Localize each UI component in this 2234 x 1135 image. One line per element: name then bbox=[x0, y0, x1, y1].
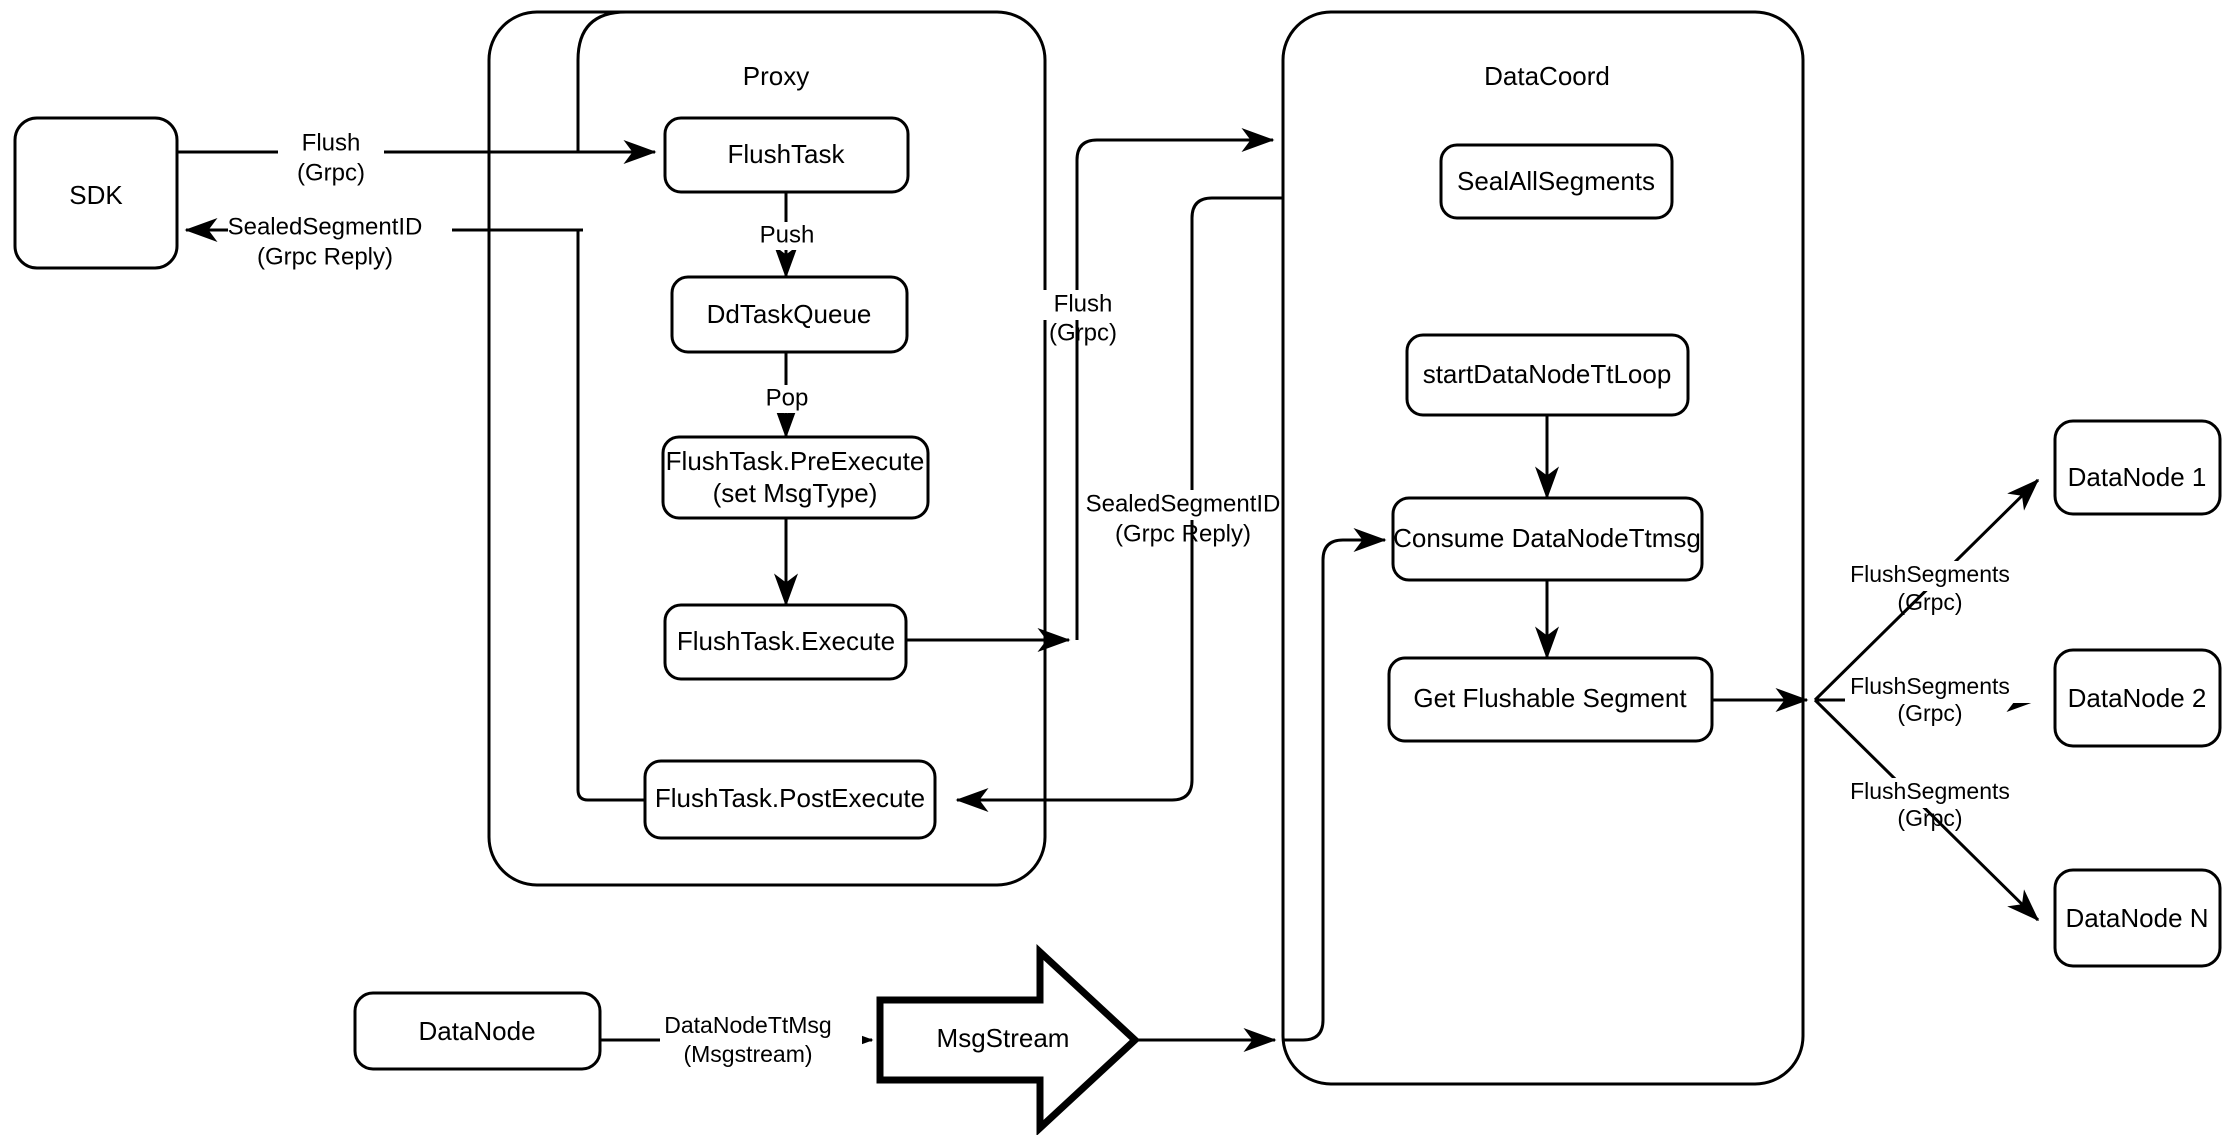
node-flushtask-preexecute[interactable]: FlushTask.PreExecute (set MsgType) bbox=[661, 435, 930, 520]
push-label: Push bbox=[760, 221, 815, 248]
msgstream-label: MsgStream bbox=[937, 1023, 1070, 1053]
postexecute-box[interactable] bbox=[643, 759, 937, 840]
execute-label: FlushTask.Execute bbox=[677, 626, 895, 656]
start-tt-loop-label: startDataNodeTtLoop bbox=[1423, 359, 1672, 389]
node-consume-datanode-ttmsg[interactable]: Consume DataNodeTtmsg bbox=[1391, 496, 1704, 582]
sealallsegments-box[interactable] bbox=[1439, 143, 1674, 220]
preexecute-label-line2: (set MsgType) bbox=[713, 478, 878, 508]
consume-ttmsg-label: Consume DataNodeTtmsg bbox=[1393, 523, 1701, 553]
edge-spine-postexecute-to-reply bbox=[576, 230, 645, 802]
edge-label-flushsegments-1: FlushSegments (Grpc) bbox=[1845, 561, 2040, 615]
flushsegments-2-line2: (Grpc) bbox=[1897, 700, 1962, 726]
datacoord-container-label: DataCoord bbox=[1484, 61, 1610, 91]
edge-label-proxy-to-coord-flush: Flush (Grpc) bbox=[1030, 290, 1136, 346]
execute-box[interactable] bbox=[663, 603, 908, 681]
coord-proxy-reply-line1: SealedSegmentID bbox=[1086, 490, 1281, 517]
start-tt-loop-box[interactable] bbox=[1405, 333, 1690, 417]
datanode-1-label: DataNode 1 bbox=[2068, 462, 2207, 492]
flushsegments-n-line2: (Grpc) bbox=[1897, 805, 1962, 831]
postexecute-label: FlushTask.PostExecute bbox=[655, 783, 925, 813]
node-datanode-bottom[interactable]: DataNode bbox=[353, 991, 602, 1071]
edge-label-coord-to-proxy-reply: SealedSegmentID (Grpc Reply) bbox=[1085, 490, 1281, 547]
node-sealallsegments[interactable]: SealAllSegments bbox=[1439, 143, 1674, 220]
sealallsegments-label: SealAllSegments bbox=[1457, 166, 1655, 196]
edge-label-flushsegments-n: FlushSegments (Grpc) bbox=[1845, 778, 2040, 831]
edge-flush-grpc-to-sealallsegments bbox=[1075, 128, 1275, 640]
datacoord-container-border bbox=[1281, 10, 1805, 1086]
edge-msgstream-to-consume-ttmsg bbox=[1283, 528, 1387, 1042]
node-datanode-2[interactable]: DataNode 2 bbox=[2053, 648, 2222, 748]
coord-proxy-reply-line2: (Grpc Reply) bbox=[1115, 520, 1251, 547]
flushsegments-2-line1: FlushSegments bbox=[1850, 673, 2010, 699]
datanode-ttmsg-line2: (Msgstream) bbox=[683, 1041, 812, 1067]
datanode-1-box[interactable] bbox=[2053, 419, 2222, 516]
datanode-2-box[interactable] bbox=[2053, 648, 2222, 748]
edge-label-sdk-flush: Flush (Grpc) bbox=[278, 128, 384, 186]
datanode-n-label: DataNode N bbox=[2065, 903, 2208, 933]
edge-label-push: Push bbox=[752, 221, 822, 250]
node-sdk[interactable]: SDK bbox=[13, 116, 179, 270]
edge-fanout-to-datanode-n bbox=[1813, 698, 2040, 922]
sdk-label: SDK bbox=[69, 180, 123, 210]
proxy-container-border bbox=[487, 10, 1047, 887]
flushtask-box[interactable] bbox=[663, 116, 910, 194]
get-flushable-box[interactable] bbox=[1387, 656, 1714, 743]
node-msgstream[interactable]: MsgStream bbox=[876, 943, 1141, 1135]
flushtask-label: FlushTask bbox=[727, 139, 845, 169]
edge-proxy-boundary-topleft bbox=[576, 10, 627, 152]
sdk-flush-label-line2: (Grpc) bbox=[297, 159, 365, 186]
node-datanode-n[interactable]: DataNode N bbox=[2053, 868, 2222, 968]
flushsegments-1-line1: FlushSegments bbox=[1850, 561, 2010, 587]
node-flushtask-postexecute[interactable]: FlushTask.PostExecute bbox=[643, 759, 937, 840]
flushsegments-n-line1: FlushSegments bbox=[1850, 778, 2010, 804]
flushsegments-1-line2: (Grpc) bbox=[1897, 589, 1962, 615]
proxy-container-label: Proxy bbox=[743, 61, 809, 91]
ddtaskqueue-label: DdTaskQueue bbox=[707, 299, 872, 329]
edge-label-proxy-sealedsegmentid: SealedSegmentID (Grpc Reply) bbox=[228, 213, 452, 270]
node-datanode-1[interactable]: DataNode 1 bbox=[2053, 419, 2222, 516]
datanode-bottom-label: DataNode bbox=[418, 1016, 535, 1046]
edge-label-pop: Pop bbox=[755, 384, 817, 413]
pop-label: Pop bbox=[766, 384, 809, 411]
node-ddtaskqueue[interactable]: DdTaskQueue bbox=[670, 275, 909, 354]
node-get-flushable-segment[interactable]: Get Flushable Segment bbox=[1387, 656, 1714, 743]
sdk-box[interactable] bbox=[13, 116, 179, 270]
preexecute-label-line1: FlushTask.PreExecute bbox=[666, 446, 925, 476]
node-flushtask-execute[interactable]: FlushTask.Execute bbox=[663, 603, 908, 681]
preexecute-box[interactable] bbox=[661, 435, 930, 520]
proxy-reply-label-line2: (Grpc Reply) bbox=[257, 243, 393, 270]
node-start-datanode-tt-loop[interactable]: startDataNodeTtLoop bbox=[1405, 333, 1690, 417]
node-flushtask[interactable]: FlushTask bbox=[663, 116, 910, 194]
edge-label-flushsegments-2: FlushSegments (Grpc) bbox=[1845, 673, 2040, 726]
datanode-n-box[interactable] bbox=[2053, 868, 2222, 968]
container-datacoord: DataCoord bbox=[1281, 10, 1805, 1086]
proxy-coord-flush-line1: Flush bbox=[1054, 290, 1113, 317]
get-flushable-label: Get Flushable Segment bbox=[1413, 683, 1687, 713]
ddtaskqueue-box[interactable] bbox=[670, 275, 909, 354]
proxy-coord-flush-line2: (Grpc) bbox=[1049, 319, 1117, 346]
datanode-ttmsg-line1: DataNodeTtMsg bbox=[664, 1012, 831, 1038]
edge-label-datanode-ttmsg: DataNodeTtMsg (Msgstream) bbox=[660, 1012, 862, 1067]
consume-ttmsg-box[interactable] bbox=[1391, 496, 1704, 582]
msgstream-arrow-shape[interactable] bbox=[876, 943, 1141, 1135]
datanode-bottom-box[interactable] bbox=[353, 991, 602, 1071]
sdk-flush-label-line1: Flush bbox=[302, 129, 361, 156]
container-proxy: Proxy bbox=[487, 10, 1047, 887]
datanode-2-label: DataNode 2 bbox=[2068, 683, 2207, 713]
proxy-reply-label-line1: SealedSegmentID bbox=[228, 213, 423, 240]
